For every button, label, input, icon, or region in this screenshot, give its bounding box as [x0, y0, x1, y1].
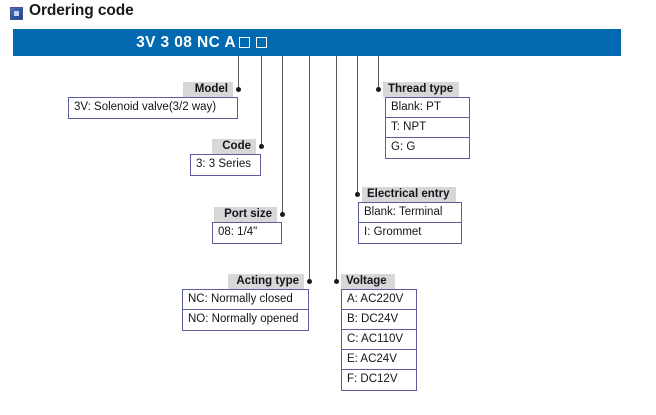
leader-line-model — [238, 56, 239, 90]
group-label-acting-type: Acting type — [228, 274, 304, 289]
group-label-electrical-entry: Electrical entry — [362, 187, 456, 202]
group-label-code: Code — [212, 139, 256, 154]
leader-dot-electrical-entry — [355, 192, 360, 197]
leader-line-code — [261, 56, 262, 147]
leader-dot-model — [236, 87, 241, 92]
group-label-voltage: Voltage — [341, 274, 395, 289]
group-label-port-size: Port size — [214, 207, 277, 222]
option-row: T: NPT — [386, 118, 469, 138]
group-label-model: Model — [183, 82, 233, 97]
leader-line-acting-type — [309, 56, 310, 282]
code-blank-square-2 — [255, 37, 267, 48]
option-row: Blank: PT — [386, 98, 469, 118]
options-box-electrical-entry: Blank: Terminal I: Grommet — [358, 202, 462, 244]
option-row: Blank: Terminal — [359, 203, 461, 223]
option-row: E: AC24V — [342, 350, 416, 370]
code-string: 3V 3 08 NC A — [136, 33, 236, 51]
option-row: F: DC12V — [342, 370, 416, 390]
leader-dot-voltage — [334, 279, 339, 284]
options-box-port-size: 08: 1/4" — [212, 222, 282, 244]
leader-line-thread-type — [378, 56, 379, 90]
option-row: I: Grommet — [359, 223, 461, 243]
leader-dot-thread-type — [376, 87, 381, 92]
leader-dot-port-size — [280, 212, 285, 217]
options-box-code: 3: 3 Series — [190, 154, 261, 176]
option-row: A: AC220V — [342, 290, 416, 310]
option-row: NC: Normally closed — [183, 290, 308, 310]
option-row: B: DC24V — [342, 310, 416, 330]
ordering-code-text: 3V 3 08 NC A — [13, 29, 621, 56]
options-box-acting-type: NC: Normally closed NO: Normally opened — [182, 289, 309, 331]
page-title: Ordering code — [29, 2, 134, 19]
option-row: 08: 1/4" — [213, 223, 281, 243]
options-box-model: 3V: Solenoid valve(3/2 way) — [68, 97, 238, 119]
leader-dot-code — [259, 144, 264, 149]
ordering-code-banner: 3V 3 08 NC A — [13, 29, 621, 56]
options-box-thread-type: Blank: PT T: NPT G: G — [385, 97, 470, 159]
leader-line-port-size — [282, 56, 283, 215]
leader-line-voltage — [336, 56, 337, 282]
option-row: G: G — [386, 138, 469, 158]
leader-dot-acting-type — [307, 279, 312, 284]
option-row: NO: Normally opened — [183, 310, 308, 330]
option-row: 3: 3 Series — [191, 155, 260, 175]
option-row: C: AC110V — [342, 330, 416, 350]
group-label-thread-type: Thread type — [383, 82, 459, 97]
leader-line-electrical-entry — [357, 56, 358, 195]
options-box-voltage: A: AC220V B: DC24V C: AC110V E: AC24V F:… — [341, 289, 417, 391]
code-blank-square-1 — [238, 37, 250, 48]
option-row: 3V: Solenoid valve(3/2 way) — [69, 98, 237, 118]
blue-square-bullet-icon — [10, 7, 23, 20]
